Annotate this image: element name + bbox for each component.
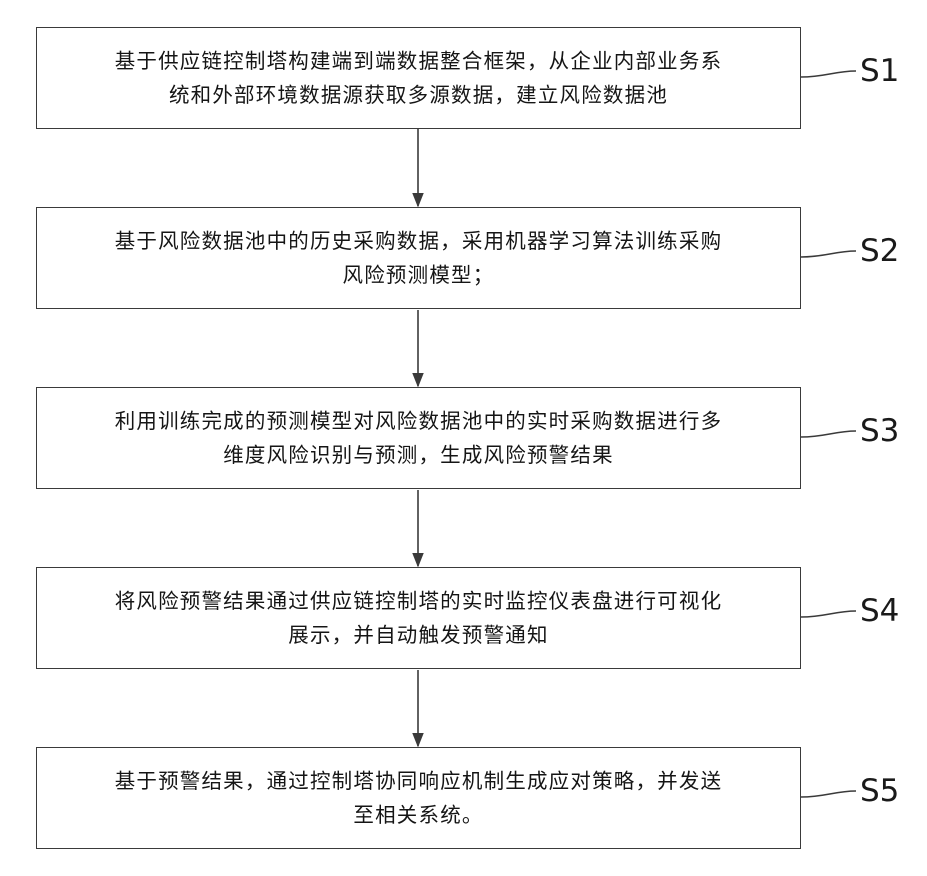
step-text-s5-line2: 至相关系统。: [115, 798, 723, 832]
leader-line-s3: [801, 431, 856, 437]
step-text-s4: 将风险预警结果通过供应链控制塔的实时监控仪表盘进行可视化 展示，并自动触发预警通…: [115, 584, 723, 652]
step-text-s2: 基于风险数据池中的历史采购数据，采用机器学习算法训练采购 风险预测模型；: [115, 224, 723, 292]
step-label-s2: S2: [860, 233, 899, 269]
step-text-s1-line1: 基于供应链控制塔构建端到端数据整合框架，从企业内部业务系: [115, 44, 723, 78]
step-text-s3-line1: 利用训练完成的预测模型对风险数据池中的实时采购数据进行多: [115, 404, 723, 438]
step-text-s3-line2: 维度风险识别与预测，生成风险预警结果: [115, 438, 723, 472]
leader-line-s5: [801, 791, 856, 797]
step-box-s2: 基于风险数据池中的历史采购数据，采用机器学习算法训练采购 风险预测模型；: [36, 207, 801, 309]
leader-line-s2: [801, 251, 856, 257]
step-text-s4-line2: 展示，并自动触发预警通知: [115, 618, 723, 652]
step-text-s2-line2: 风险预测模型；: [115, 258, 723, 292]
step-text-s5: 基于预警结果，通过控制塔协同响应机制生成应对策略，并发送 至相关系统。: [115, 764, 723, 832]
step-text-s4-line1: 将风险预警结果通过供应链控制塔的实时监控仪表盘进行可视化: [115, 584, 723, 618]
step-text-s3: 利用训练完成的预测模型对风险数据池中的实时采购数据进行多 维度风险识别与预测，生…: [115, 404, 723, 472]
step-label-s4: S4: [860, 593, 899, 629]
step-text-s1-line2: 统和外部环境数据源获取多源数据，建立风险数据池: [115, 78, 723, 112]
step-box-s5: 基于预警结果，通过控制塔协同响应机制生成应对策略，并发送 至相关系统。: [36, 747, 801, 849]
step-label-s1: S1: [860, 53, 899, 89]
step-box-s4: 将风险预警结果通过供应链控制塔的实时监控仪表盘进行可视化 展示，并自动触发预警通…: [36, 567, 801, 669]
step-text-s5-line1: 基于预警结果，通过控制塔协同响应机制生成应对策略，并发送: [115, 764, 723, 798]
step-box-s3: 利用训练完成的预测模型对风险数据池中的实时采购数据进行多 维度风险识别与预测，生…: [36, 387, 801, 489]
leader-line-s1: [801, 71, 856, 77]
step-box-s1: 基于供应链控制塔构建端到端数据整合框架，从企业内部业务系 统和外部环境数据源获取…: [36, 27, 801, 129]
leader-line-s4: [801, 611, 856, 617]
step-text-s2-line1: 基于风险数据池中的历史采购数据，采用机器学习算法训练采购: [115, 224, 723, 258]
step-text-s1: 基于供应链控制塔构建端到端数据整合框架，从企业内部业务系 统和外部环境数据源获取…: [115, 44, 723, 112]
step-label-s5: S5: [860, 773, 899, 809]
step-label-s3: S3: [860, 413, 899, 449]
